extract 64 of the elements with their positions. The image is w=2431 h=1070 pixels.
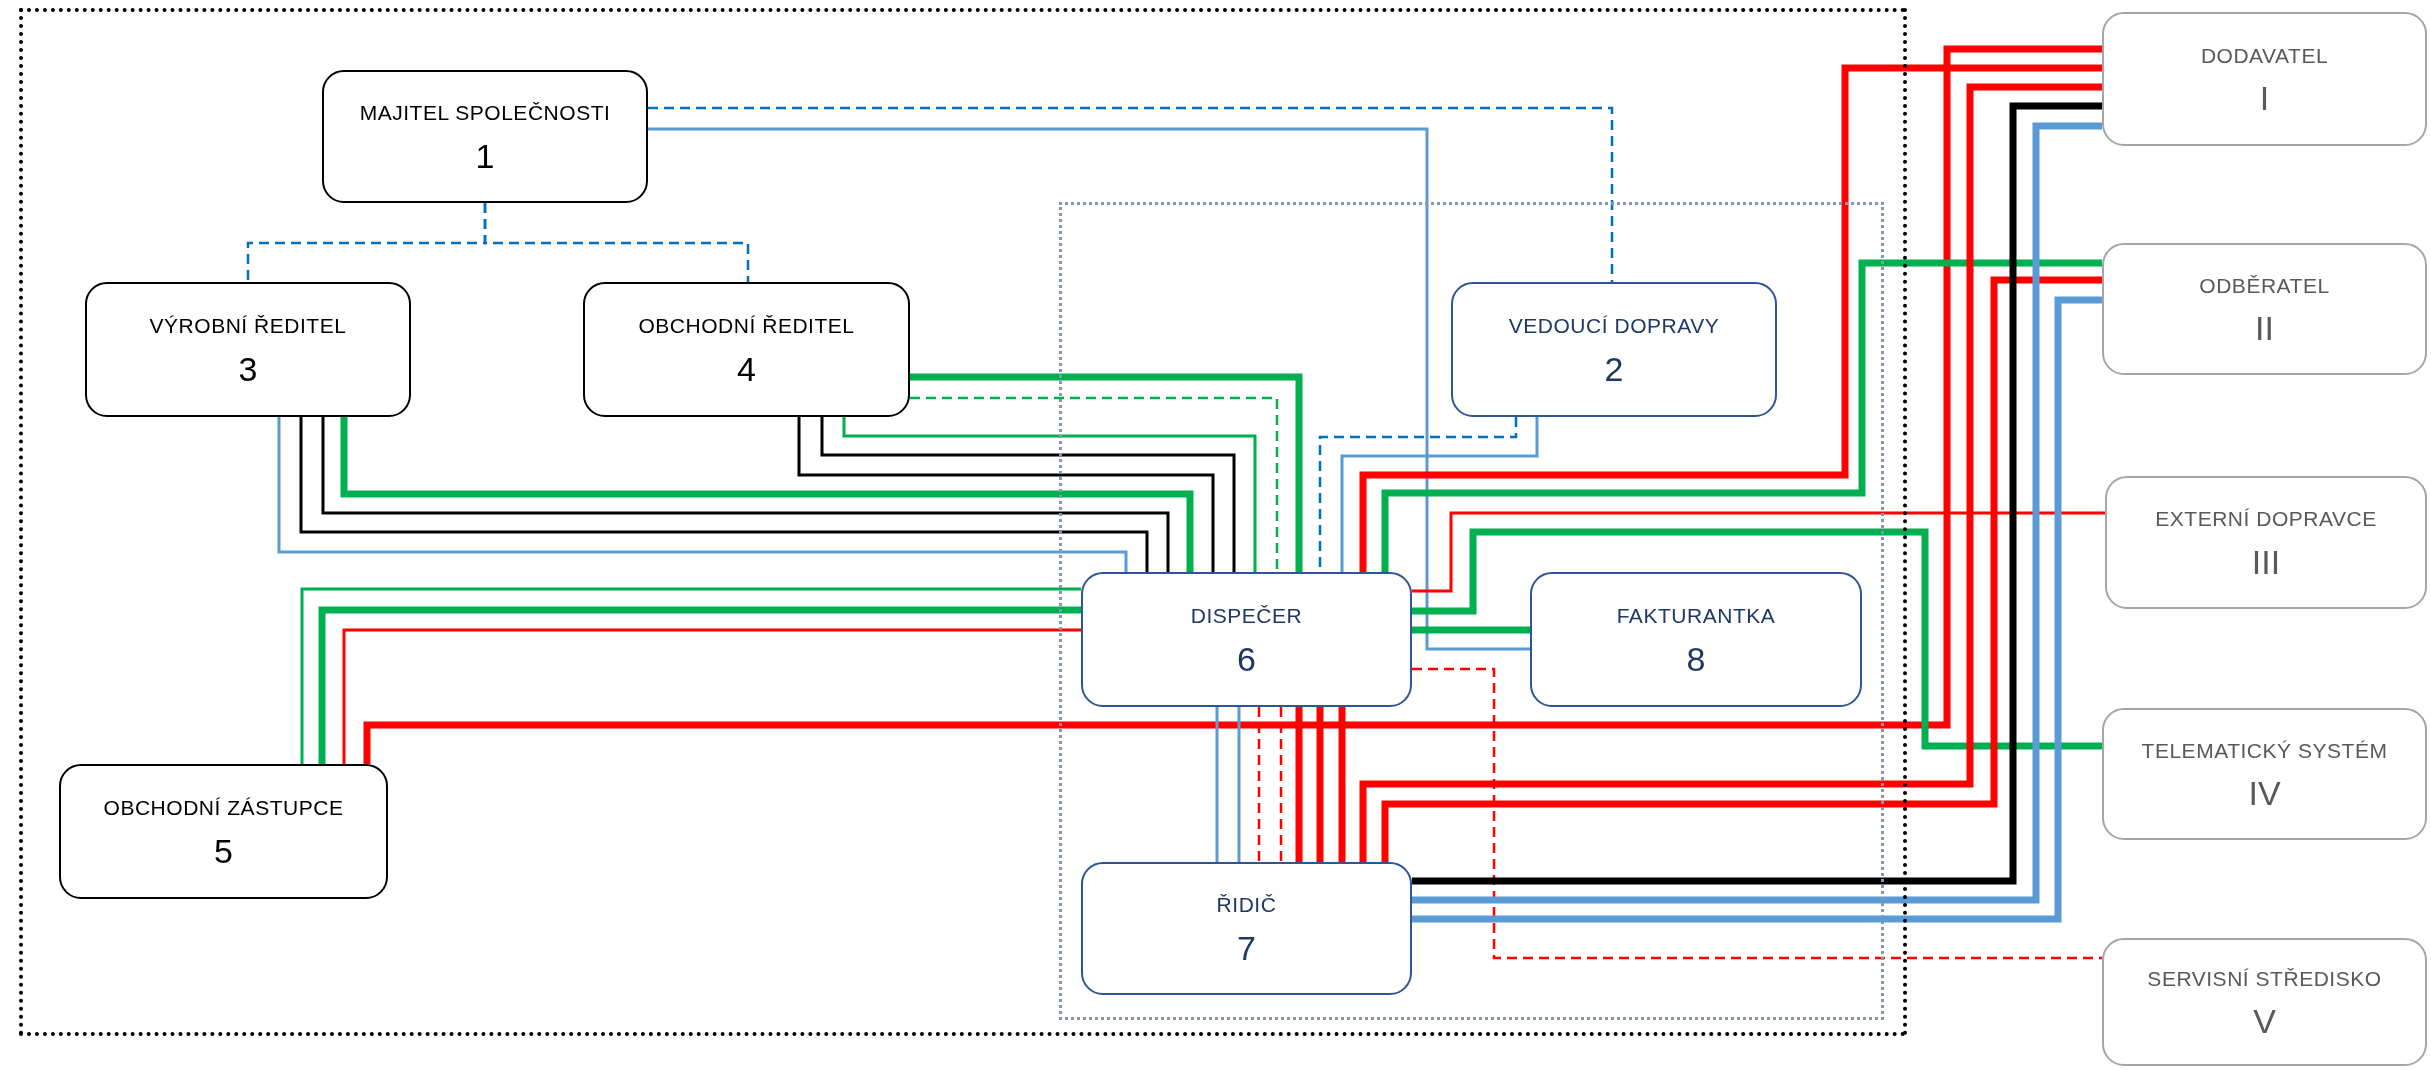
role-box	[322, 70, 648, 203]
role-number: IV	[2248, 776, 2281, 811]
connector-line	[363, 45, 2102, 764]
connector-line	[342, 628, 1081, 764]
connector-line	[1381, 259, 2102, 572]
role-box	[1081, 572, 1412, 707]
connector-line	[1412, 626, 1530, 634]
role-box	[583, 282, 910, 417]
role-number: 3	[238, 351, 258, 386]
role-box	[2105, 476, 2427, 609]
connector-line	[1412, 667, 2102, 960]
connector-line	[1340, 417, 1539, 572]
connector-line	[483, 203, 750, 282]
role-box	[2102, 708, 2427, 840]
role-number: III	[2251, 544, 2281, 579]
connector-line	[1412, 528, 2102, 750]
group-frame	[1059, 202, 1884, 1020]
role-title: DODAVATEL	[2200, 42, 2329, 69]
connector-line	[1412, 296, 2102, 923]
role-box	[1530, 572, 1862, 707]
role-title: EXTERNÍ DOPRAVCE	[2155, 506, 2377, 533]
role-title: DISPEČER	[1190, 603, 1303, 630]
role-number: II	[2255, 311, 2274, 346]
role-title: SERVISNÍ STŘEDISKO	[2147, 965, 2382, 992]
role-box	[1451, 282, 1777, 417]
connector-line	[910, 373, 1303, 572]
role-box	[2102, 243, 2427, 375]
role-number: 5	[214, 833, 233, 868]
role-number: 8	[1686, 641, 1706, 676]
role-box	[2102, 12, 2427, 146]
connector-line	[1257, 707, 1261, 862]
role-number: V	[2253, 1004, 2276, 1039]
role-number: 7	[1237, 930, 1256, 965]
role-box	[59, 764, 388, 899]
role-number: I	[2259, 81, 2270, 116]
connector-line	[1215, 707, 1219, 862]
role-title: ŘIDIČ	[1216, 892, 1277, 919]
role-title: ODBĚRATEL	[2199, 272, 2330, 299]
role-number: 6	[1237, 641, 1256, 676]
connector-line	[1237, 707, 1241, 862]
group-frame	[19, 8, 1907, 1036]
connector-line	[1316, 707, 1324, 862]
role-title: OBCHODNÍ ZÁSTUPCE	[103, 795, 344, 822]
role-title: MAJITEL SPOLEČNOSTI	[359, 100, 611, 127]
connector-line	[1279, 707, 1283, 862]
connector-line	[1412, 511, 2105, 593]
connector-line	[1359, 64, 2102, 572]
role-title: TELEMATICKÝ SYSTÉM	[2141, 737, 2388, 764]
connector-line	[1295, 707, 1303, 862]
role-number: 2	[1604, 351, 1624, 386]
role-number: 4	[737, 351, 756, 386]
role-title: FAKTURANTKA	[1616, 603, 1776, 630]
role-box	[2102, 938, 2427, 1066]
connector-line	[910, 396, 1279, 572]
role-title: VÝROBNÍ ŘEDITEL	[149, 313, 347, 340]
connector-line	[1338, 707, 1346, 862]
role-box	[1081, 862, 1412, 995]
connector-line	[648, 127, 1530, 651]
role-box	[85, 282, 411, 417]
role-title: OBCHODNÍ ŘEDITEL	[638, 313, 855, 340]
role-number: 1	[475, 138, 495, 173]
connector-line	[648, 106, 1614, 282]
role-title: VEDOUCÍ DOPRAVY	[1508, 313, 1720, 340]
connector-line	[1381, 276, 2102, 862]
